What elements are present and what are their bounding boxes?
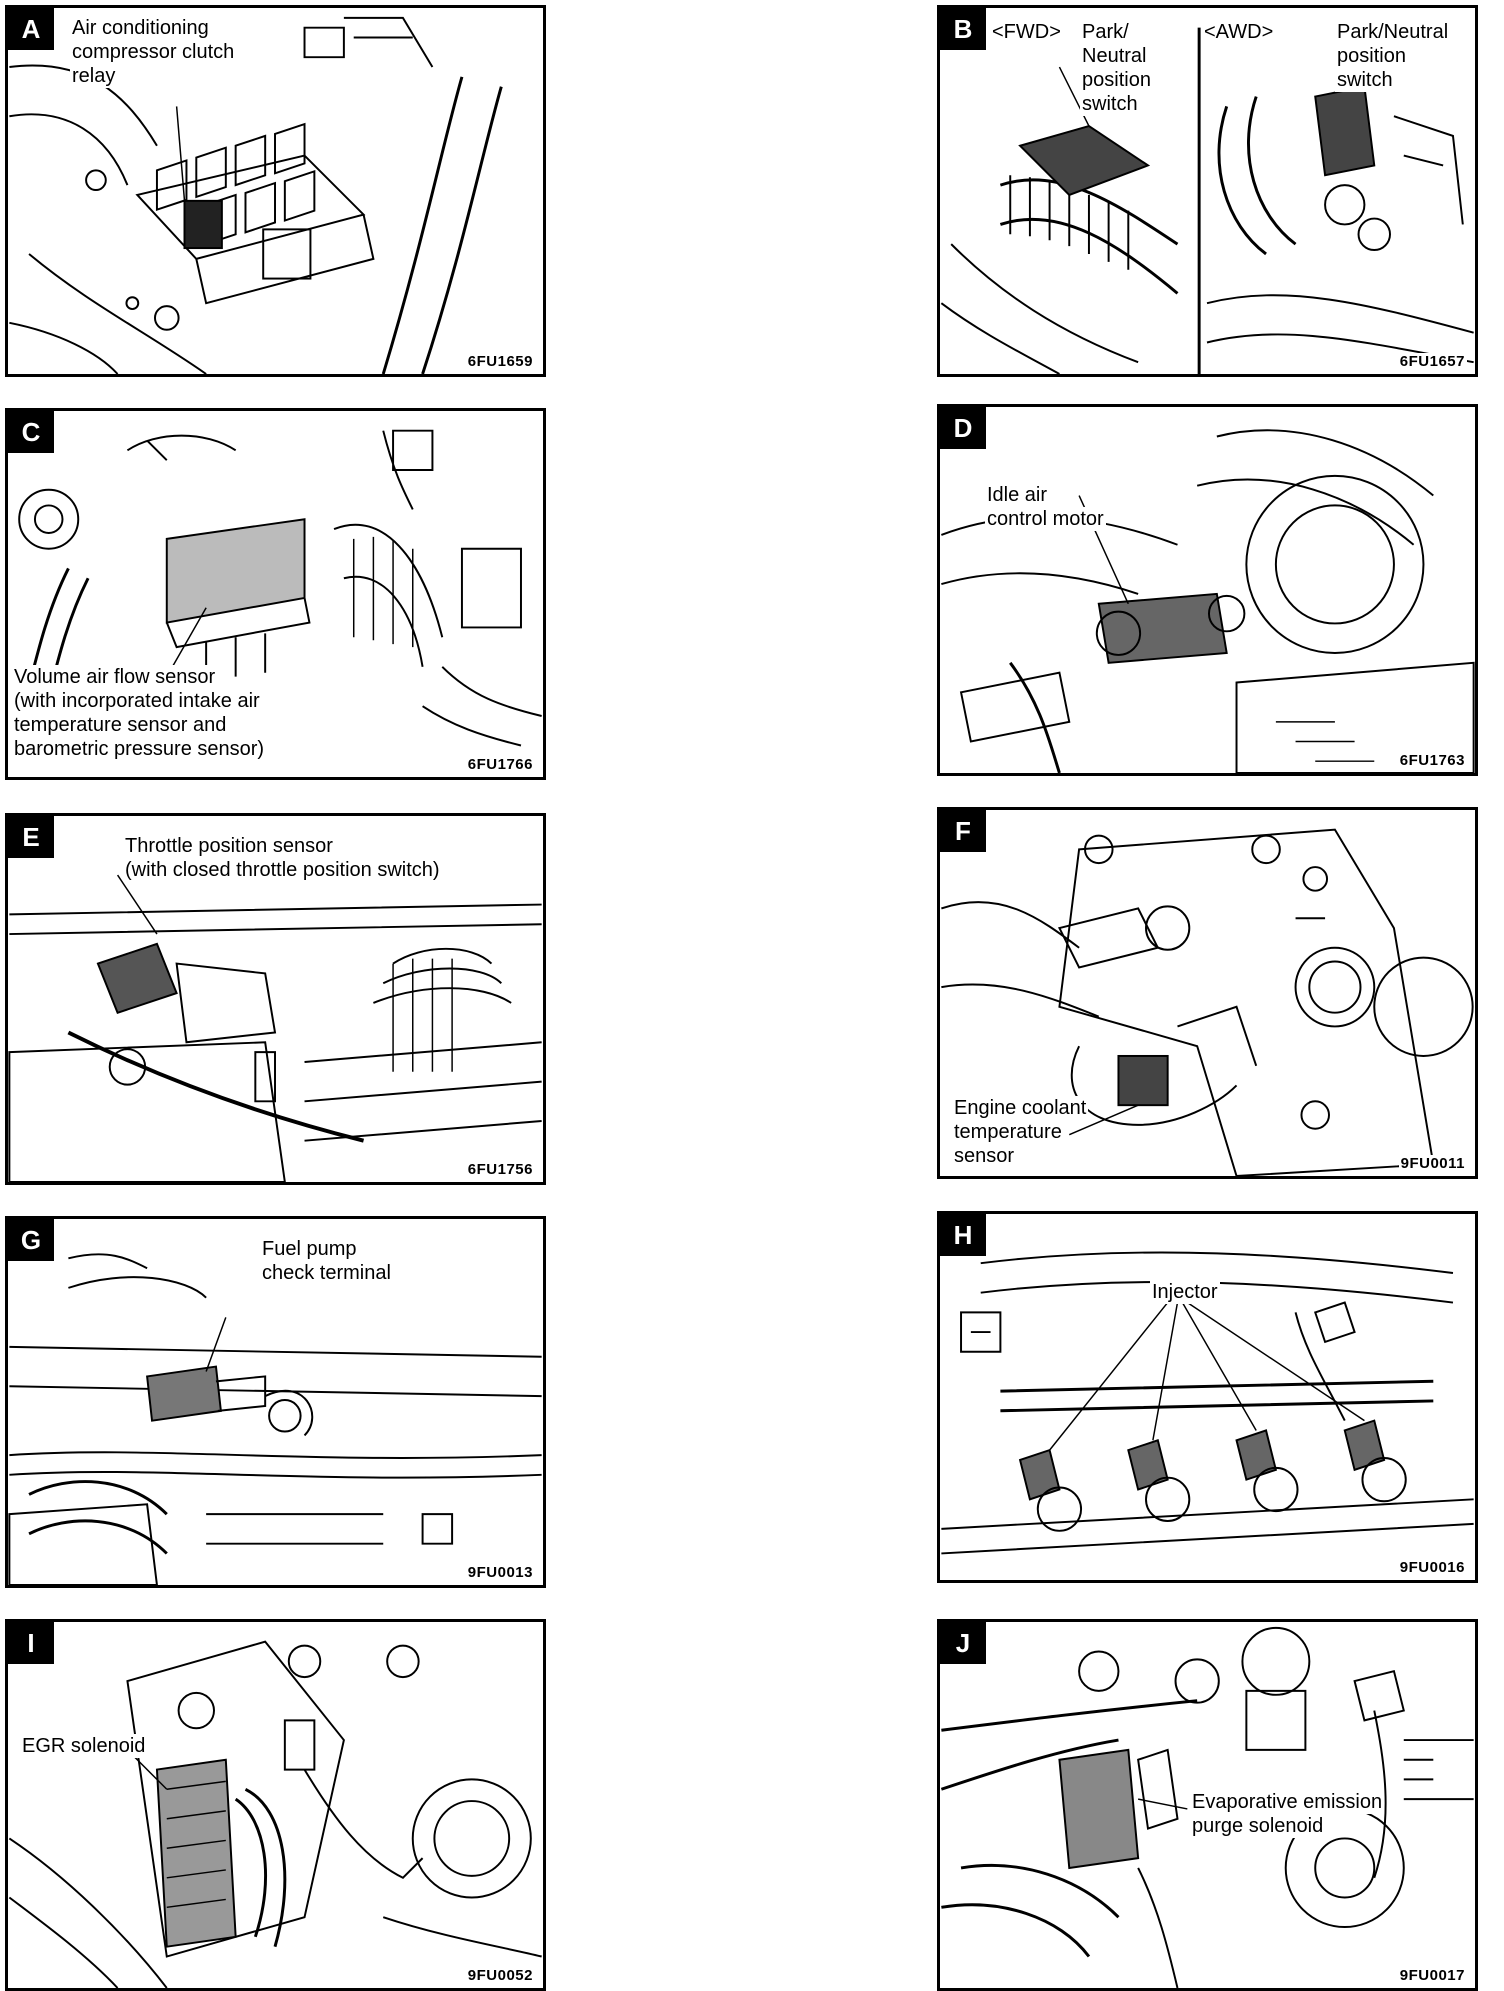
awd-callout-line-2: position — [1335, 44, 1408, 68]
variant-label-fwd: <FWD> — [990, 20, 1063, 44]
panel-letter: C — [8, 411, 54, 453]
fwd-callout-line-3: position — [1080, 68, 1153, 92]
callout-label-line-2: purge solenoid — [1190, 1814, 1326, 1838]
callout-label-line-1: Volume air flow sensor — [12, 665, 218, 689]
awd-callout-line-1: Park/Neutral — [1335, 20, 1451, 44]
figure-code: 6FU1659 — [465, 353, 535, 370]
fwd-callout-line-4: switch — [1080, 92, 1140, 116]
panel-letter: H — [940, 1214, 986, 1256]
variant-label-awd: <AWD> — [1202, 20, 1276, 44]
panel-d: D Idle air control motor 6FU1763 — [937, 404, 1478, 776]
figure-code: 6FU1657 — [1397, 353, 1467, 370]
callout-label-line-3: relay — [70, 64, 118, 88]
callout-label-line-2: temperature — [952, 1120, 1064, 1144]
panel-letter: E — [8, 816, 54, 858]
figure-code: 9FU0013 — [465, 1564, 535, 1581]
callout-label-line-1: EGR solenoid — [20, 1734, 148, 1758]
panel-letter: D — [940, 407, 986, 449]
panel-letter: A — [8, 8, 54, 50]
callout-label-line-1: Evaporative emission — [1190, 1790, 1385, 1814]
figure-code: 6FU1763 — [1397, 752, 1467, 769]
figure-code: 9FU0016 — [1397, 1559, 1467, 1576]
figure-code: 9FU0052 — [465, 1967, 535, 1984]
panel-f: F Engine coolant temperature sensor 9FU0… — [937, 807, 1478, 1179]
callout-label-line-2: (with closed throttle position switch) — [123, 858, 442, 882]
panel-h: H Injector 9FU0016 — [937, 1211, 1478, 1583]
panel-e: E Throttle position sensor (with closed … — [5, 813, 546, 1185]
awd-callout-line-3: switch — [1335, 68, 1395, 92]
callout-label-line-1: Injector — [1150, 1280, 1220, 1304]
illustration-engine-coolant-temperature-sensor — [941, 828, 1474, 1176]
panel-j: J Evaporative emission purge solenoid 9F… — [937, 1619, 1478, 1991]
callout-label-line-1: Throttle position sensor — [123, 834, 335, 858]
panel-a: A Air conditioning compressor clutch rel… — [5, 5, 546, 377]
illustration-park-neutral-position-switch — [940, 27, 1474, 374]
panel-i: I EGR solenoid 9FU0052 — [5, 1619, 546, 1991]
panel-letter: B — [940, 8, 986, 50]
callout-label-line-3: sensor — [952, 1144, 1017, 1168]
figure-code: 6FU1766 — [465, 756, 535, 773]
illustration-egr-solenoid — [8, 1640, 542, 1988]
callout-label-line-2: (with incorporated intake air — [12, 689, 262, 713]
illustration-injectors — [941, 1251, 1474, 1555]
callout-label-line-2: check terminal — [260, 1261, 393, 1285]
illustration-ac-compressor-clutch-relay — [9, 16, 503, 374]
fwd-callout-line-1: Park/ — [1080, 20, 1131, 44]
figure-code: 9FU0011 — [1398, 1155, 1467, 1172]
callout-label-line-1: Air conditioning — [70, 16, 211, 40]
callout-label-line-3: temperature sensor and — [12, 713, 229, 737]
fwd-callout-line-2: Neutral — [1080, 44, 1149, 68]
illustration-idle-air-control-motor — [941, 429, 1475, 773]
panel-letter: G — [8, 1219, 54, 1261]
callout-label-line-1: Fuel pump — [260, 1237, 359, 1261]
panel-letter: I — [8, 1622, 54, 1664]
panel-letter: J — [940, 1622, 986, 1664]
illustration-evaporative-emission-purge-solenoid — [940, 1626, 1474, 1988]
callout-label-line-2: control motor — [985, 507, 1106, 531]
illustration-throttle-position-sensor — [8, 874, 542, 1182]
panel-letter: F — [940, 810, 986, 852]
callout-label-line-1: Idle air — [985, 483, 1050, 507]
callout-label-line-4: barometric pressure sensor) — [12, 737, 267, 761]
illustration-fuel-pump-check-terminal — [8, 1253, 542, 1585]
illustration-volume-air-flow-sensor — [18, 429, 542, 747]
panel-c: C Volume air flow sensor (with incorpora… — [5, 408, 546, 780]
callout-label-line-2: compressor clutch — [70, 40, 237, 64]
callout-label-line-1: Engine coolant — [952, 1096, 1089, 1120]
panel-b: B <FWD> Park/ Neutral position switch <A… — [937, 5, 1478, 377]
figure-code: 6FU1756 — [465, 1161, 535, 1178]
panel-g: G Fuel pump check terminal 9FU0013 — [5, 1216, 546, 1588]
figure-code: 9FU0017 — [1397, 1967, 1467, 1984]
